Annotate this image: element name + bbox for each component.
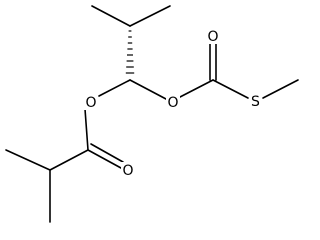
bond-chiral-center-to-left-oxygen	[98, 79, 131, 97]
bond-isopropyl-methyl-right	[129, 5, 171, 27]
atom-o-ester-carbonyl: O	[122, 163, 133, 179]
atom-label-group-sulfur: S	[249, 93, 262, 110]
bond-sulfur-to-methyl	[262, 79, 299, 99]
atom-s-thio: S	[251, 94, 260, 110]
bond-right-oxygen-to-carbonate-carbon	[179, 79, 214, 98]
bond-carbonate-carbon-to-sulfur	[212, 79, 249, 99]
hashed-wedge-bond	[125, 30, 135, 74]
atom-o-left-ether: O	[85, 95, 96, 111]
bond-chiral-center-to-right-oxygen	[129, 79, 167, 100]
bond-left-oxygen-to-ester-carbon	[84, 108, 89, 151]
atom-label-group-right-ether-oxygen: O	[166, 94, 180, 111]
bond-ester-carbon-to-carbonyl-oxygen-b	[90, 143, 124, 163]
bond-isopropyl-methyl-left	[91, 5, 131, 27]
bond-ester-carbon-to-alpha-carbon	[49, 149, 89, 171]
bond-ester-carbon-to-carbonyl-oxygen-a	[87, 149, 122, 169]
atom-o-right-ether: O	[167, 95, 178, 111]
atom-o-carbonate-carbonyl: O	[207, 29, 218, 45]
bond-alpha-carbon-to-methyl-left	[5, 149, 51, 171]
atom-label-group-left-ether-oxygen: O	[84, 94, 98, 111]
atom-label-group-ester-carbonyl-oxygen: O	[121, 162, 135, 179]
atom-label-group-carbonate-carbonyl-oxygen: O	[206, 28, 220, 45]
molecule-structure-diagram: O O S O O	[5, 5, 299, 223]
